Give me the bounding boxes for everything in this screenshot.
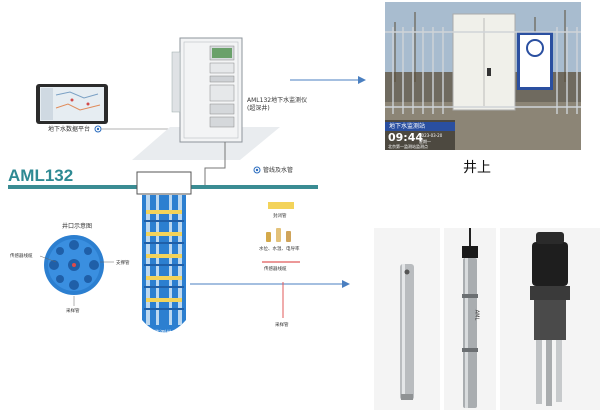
aml132-logo: AML132 [8,166,73,185]
sensor-types-label: 水位、水温、电导率 [259,245,300,252]
platform-label: 地下水数据平台 [48,125,90,133]
well-cross-section [44,235,104,295]
tablet-icon [36,84,108,124]
monitoring-well [142,195,186,333]
monitor-well-label: 监测井 [154,329,172,337]
station-caption: 井上 [463,160,491,176]
screen-title: 地下水监测站 [389,123,426,130]
sampling-pipe2-label: 采样管 [275,321,289,328]
closure-label: 封闭管 [273,212,287,219]
screen-date: 2023-03-20 [419,133,443,138]
sensor-bottles-icon [266,228,291,242]
probe-photo-3 [500,228,600,410]
instrument-label: AML132地下水监测仪 [247,96,307,104]
well-head [136,171,192,195]
sampling-pipe-label: 采样管 [66,307,80,314]
floor-platform [132,127,280,160]
probe-photo-1 [374,228,440,410]
screen-strip: 北京第一监测站监测点 [388,144,428,149]
screen-weekday: 星期一 [419,139,431,144]
station-photo: 地下水监测站 09:44 2023-03-20 星期一 北京第一监测站监测点 [385,2,581,150]
closure-legend-swatch [268,202,294,209]
screen-time: 09:44 [388,131,424,144]
well-section-title: 井口示意图 [62,222,92,230]
support-pipe-label: 支撑管 [116,259,130,266]
instrument-sub-label: (超深井) [247,104,270,112]
pipes-marker-icon [253,166,261,174]
guide-line-label: 传感器线缆 [10,252,33,259]
probe-brand: AML [473,309,480,321]
sensor-cable-label: 传感器线缆 [264,265,287,272]
probe-photo-2: AML [444,228,496,410]
monitor-cabinet [171,37,243,143]
pipes-label: 管线及水管 [263,166,293,174]
